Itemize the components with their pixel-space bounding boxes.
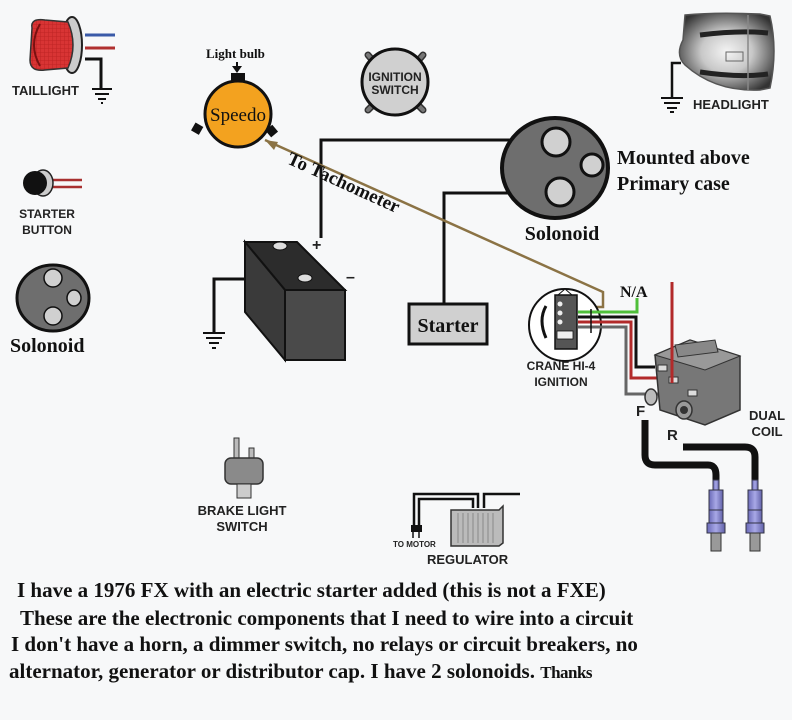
taillight: TAILLIGHT — [12, 16, 115, 104]
caption-line-1: I have a 1976 FX with an electric starte… — [17, 578, 606, 602]
battery-plus-label: + — [312, 237, 321, 254]
black-wire-to-coil — [578, 315, 655, 369]
wire-solenoid-to-battery-plus — [319, 138, 541, 238]
solenoid-mount-note-line1: Mounted above — [617, 147, 750, 169]
brake-light-switch-label-line2: SWITCH — [216, 519, 267, 534]
battery: + – — [203, 237, 355, 363]
regulator-label: REGULATOR — [427, 552, 509, 567]
taillight-ground-wire — [85, 57, 103, 88]
spark-plug-front — [706, 479, 726, 552]
starter-button: STARTER BUTTON — [19, 169, 82, 237]
ground-icon — [661, 97, 683, 113]
spark-plug-rear — [745, 479, 765, 552]
tachometer-label: To Tachometer — [284, 148, 404, 218]
ignition-switch: IGNITION SWITCH — [360, 47, 430, 117]
solenoid-left: Solonoid — [10, 263, 91, 357]
solenoid-mount-note-line2: Primary case — [617, 173, 730, 195]
caption-line-4-text: alternator, generator or distributor cap… — [9, 659, 535, 683]
solenoid-main-label: Solonoid — [525, 223, 599, 245]
arrow-head-icon — [265, 140, 278, 150]
speedometer: Light bulb Speedo — [191, 46, 279, 149]
crane-ignition-label-line2: IGNITION — [534, 375, 587, 389]
starter-button-label-line1: STARTER — [19, 207, 75, 221]
speedo-light-bulb-label: Light bulb — [206, 46, 265, 61]
na-label: N/A — [620, 284, 648, 301]
ignition-switch-body — [360, 47, 430, 117]
caption-line-3: I don't have a horn, a dimmer switch, no… — [11, 632, 638, 656]
speedo-label: Speedo — [210, 105, 266, 126]
ground-icon — [92, 88, 112, 104]
voltage-regulator: TO MOTOR REGULATOR — [393, 492, 520, 567]
speedo-gauge — [203, 79, 273, 149]
taillight-label: TAILLIGHT — [12, 83, 79, 98]
brake-light-switch-label-line1: BRAKE LIGHT — [198, 503, 287, 518]
coil-rear-label: R — [667, 427, 678, 444]
dual-coil-label-line1: DUAL — [749, 408, 785, 423]
solenoid-main: Solonoid Mounted above Primary case — [319, 116, 750, 303]
headlight-ground-wire — [670, 61, 681, 97]
arrow-down-icon — [232, 62, 242, 73]
starter-label: Starter — [417, 315, 478, 337]
headlight-label: HEADLIGHT — [693, 97, 769, 112]
starter-motor: Starter — [407, 302, 489, 346]
to-motor-label: TO MOTOR — [393, 540, 436, 549]
crane-hi4-ignition: N/A CRANE HI-4 IGNITION — [527, 284, 688, 396]
dual-coil-label-line2: COIL — [751, 424, 782, 439]
red-wire-to-coil — [578, 320, 665, 380]
caption-line-4: alternator, generator or distributor cap… — [9, 658, 593, 686]
green-wire — [578, 298, 639, 314]
solenoid-left-label: Solonoid — [10, 335, 84, 357]
ground-icon — [203, 332, 225, 349]
caption-line-2: These are the electronic components that… — [20, 606, 634, 630]
headlight: HEADLIGHT — [661, 12, 775, 113]
brake-light-switch: BRAKE LIGHT SWITCH — [198, 437, 287, 534]
ignition-switch-label-line1: IGNITION — [368, 70, 421, 84]
caption-thanks: Thanks — [540, 663, 593, 682]
crane-ignition-label-line1: CRANE HI-4 — [527, 359, 596, 373]
starter-button-label-line2: BUTTON — [22, 223, 72, 237]
battery-minus-label: – — [346, 269, 355, 286]
dual-coil: F R DUAL COIL — [636, 282, 785, 485]
coil-front-label: F — [636, 403, 645, 420]
ignition-switch-label-line2: SWITCH — [371, 83, 418, 97]
